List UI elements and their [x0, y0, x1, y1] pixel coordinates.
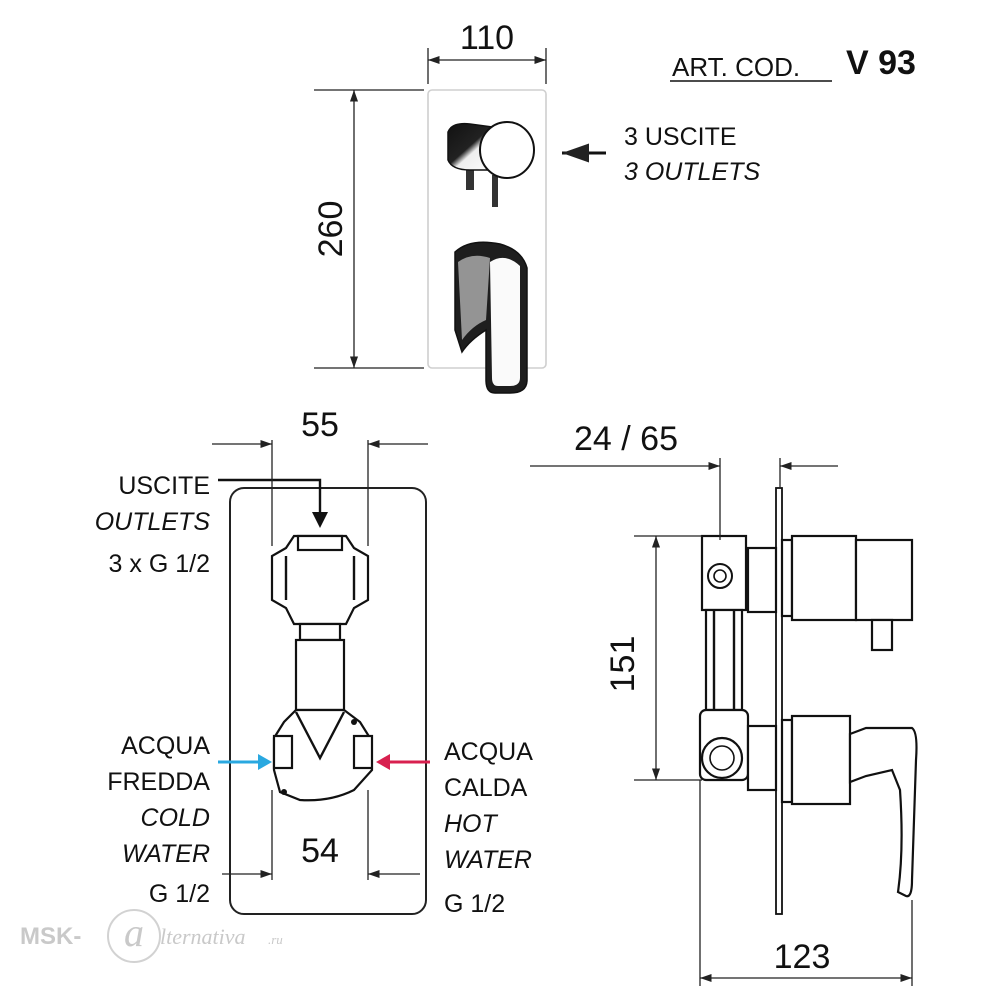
outlets-label-it: USCITE [118, 472, 210, 500]
watermark-logo-letter: a [124, 910, 144, 955]
diverter-stem [466, 170, 474, 190]
watermark-prefix: MSK- [20, 923, 81, 950]
art-code: V 93 [846, 44, 916, 82]
watermark: MSK- a lternativa .ru [20, 909, 283, 963]
hot-label-it-1: ACQUA [444, 738, 533, 766]
cold-label-it-2: FREDDA [107, 768, 210, 796]
outlets-label-it: 3 USCITE [624, 123, 737, 151]
front-view: 110 260 3 USCITE 3 OUTLETS [312, 19, 760, 394]
watermark-logo-icon [107, 909, 161, 963]
article-code: ART. COD. V 93 [670, 44, 916, 82]
cold-label-en-2: WATER [122, 840, 210, 868]
watermark-suffix: lternativa [160, 924, 246, 949]
body-view: USCITE OUTLETS 3 x G 1/2 55 54 ACQUA FRE… [95, 406, 534, 918]
side-plate [775, 487, 783, 915]
side-height-dim: 151 [604, 636, 642, 693]
cold-label-it-1: ACQUA [121, 732, 210, 760]
body-top-dim: 55 [301, 406, 339, 444]
watermark-domain: .ru [268, 932, 283, 947]
side-lever-base [790, 714, 852, 806]
hot-label-en-1: HOT [444, 810, 499, 838]
side-width-dim: 123 [774, 938, 831, 976]
hot-spec: G 1/2 [444, 890, 505, 918]
outlets-label-en: OUTLETS [95, 508, 211, 536]
side-depth-dim: 24 / 65 [574, 420, 678, 458]
body-pipe [294, 638, 346, 712]
outlets-spec: 3 x G 1/2 [109, 550, 210, 578]
outlets-label-en: 3 OUTLETS [624, 158, 760, 186]
cold-spec: G 1/2 [149, 880, 210, 908]
hot-label-it-2: CALDA [444, 774, 528, 802]
front-height-dim: 260 [312, 201, 350, 258]
body-bottom-dim: 54 [301, 832, 339, 870]
hot-label-en-2: WATER [444, 846, 532, 874]
front-width-dim: 110 [460, 19, 514, 57]
diverter-block [270, 534, 370, 626]
side-lever [848, 726, 918, 898]
side-view: 24 / 65 151 123 [530, 420, 918, 986]
cold-label-en-1: COLD [141, 804, 210, 832]
side-diverter [790, 534, 858, 622]
art-label: ART. COD. [672, 52, 800, 82]
diverter-knob [479, 121, 535, 179]
